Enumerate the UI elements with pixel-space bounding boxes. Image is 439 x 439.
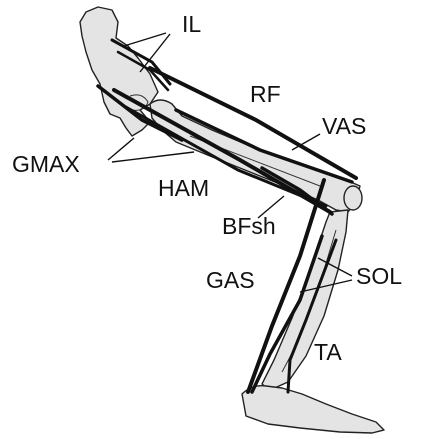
gas-label: GAS	[206, 267, 255, 293]
vas-label: VAS	[322, 113, 366, 139]
ham-label: HAM	[158, 175, 209, 201]
sol-label: SOL	[356, 263, 402, 289]
gmax-leader-2	[112, 152, 194, 162]
il-label: IL	[182, 11, 201, 37]
gmax-label: GMAX	[12, 151, 80, 177]
patella-bone	[344, 186, 362, 210]
bfsh-label: BFsh	[222, 213, 276, 239]
gmax-leader-1	[108, 138, 134, 160]
ta-label: TA	[314, 339, 342, 365]
rf-label: RF	[250, 81, 281, 107]
foot-bone	[242, 386, 384, 433]
il-leader-1	[124, 33, 166, 46]
pelvis-bone	[80, 7, 158, 136]
